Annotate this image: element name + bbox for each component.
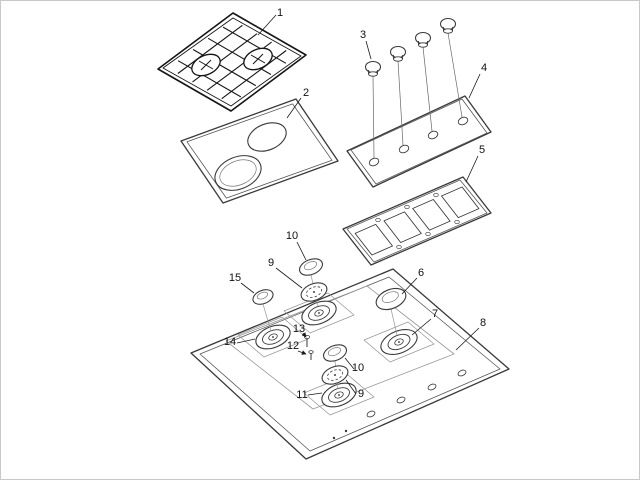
callout-3: 3 [360, 29, 372, 60]
callout-label-1: 1 [277, 7, 283, 19]
callout-label-4: 4 [481, 62, 487, 74]
burner-box-screw-holes [375, 192, 460, 250]
main-top [190, 258, 510, 460]
callout-1: 1 [257, 7, 283, 36]
callout-8: 8 [455, 317, 486, 351]
control-knob [439, 17, 457, 34]
mounting-holes [332, 369, 467, 440]
burner-box [342, 176, 492, 266]
callout-12: 12 [287, 340, 307, 355]
callout-label-10-lower: 10 [352, 362, 364, 374]
callout-6: 6 [401, 267, 424, 295]
callout-9-lower: 9 [345, 379, 364, 400]
callout-label-3: 3 [360, 29, 366, 41]
burner-head-lower [321, 365, 349, 385]
callout-label-8: 8 [480, 317, 486, 329]
callout-7: 7 [411, 308, 438, 336]
grate-burner-opening [243, 47, 273, 71]
burner-cap-large [375, 287, 407, 311]
callout-label-9-upper: 9 [268, 257, 274, 269]
control-knob [414, 31, 432, 48]
callout-label-10-upper: 10 [286, 230, 298, 242]
burner-base-left [255, 324, 291, 350]
control-knobs [364, 17, 463, 159]
burner-head-upper [300, 282, 328, 302]
callout-15: 15 [229, 272, 255, 294]
knob-hole [457, 116, 469, 126]
burner-base-upper [301, 300, 337, 326]
burner-base-lower [321, 382, 357, 408]
callout-label-15: 15 [229, 272, 241, 284]
burner-box-cutouts [354, 186, 480, 256]
burner-pan [363, 321, 435, 363]
burner-base-right [380, 329, 418, 355]
callout-10-upper: 10 [286, 230, 307, 261]
burner-cap-upper [298, 258, 324, 276]
panel-burner-hole [214, 155, 262, 191]
maintop-panel [180, 98, 339, 204]
callout-4: 4 [468, 62, 487, 99]
callout-label-13: 13 [293, 323, 305, 335]
callout-14: 14 [224, 336, 256, 348]
control-panel [346, 95, 492, 188]
callout-13: 13 [293, 323, 307, 338]
callouts: 1 2 3 4 5 6 7 8 [224, 7, 487, 401]
burner-cap-lower [322, 344, 348, 362]
knob-hole [398, 144, 410, 154]
callout-10-lower: 10 [344, 357, 364, 374]
callout-label-12: 12 [287, 340, 299, 352]
knob-hole [427, 130, 439, 140]
callout-label-9-lower: 9 [358, 388, 364, 400]
callout-label-5: 5 [479, 144, 485, 156]
callout-label-2: 2 [303, 87, 309, 99]
callout-label-6: 6 [418, 267, 424, 279]
mounting-screw [308, 350, 314, 360]
control-knob [364, 60, 382, 77]
control-knob [389, 45, 407, 62]
callout-11: 11 [296, 389, 323, 401]
panel-burner-hole [247, 122, 287, 152]
knob-hole [368, 157, 380, 167]
grate-burner-opening [191, 53, 221, 77]
burner-cap-simmer [252, 289, 274, 305]
callout-9-upper: 9 [268, 257, 303, 289]
callout-label-14: 14 [224, 336, 236, 348]
callout-2: 2 [286, 87, 309, 119]
knob-stem-lines [372, 32, 463, 159]
callout-5: 5 [465, 144, 485, 183]
burner-pan [237, 316, 309, 358]
callout-label-11: 11 [296, 389, 307, 401]
callout-label-7: 7 [432, 308, 438, 320]
burner-grate [157, 12, 307, 112]
